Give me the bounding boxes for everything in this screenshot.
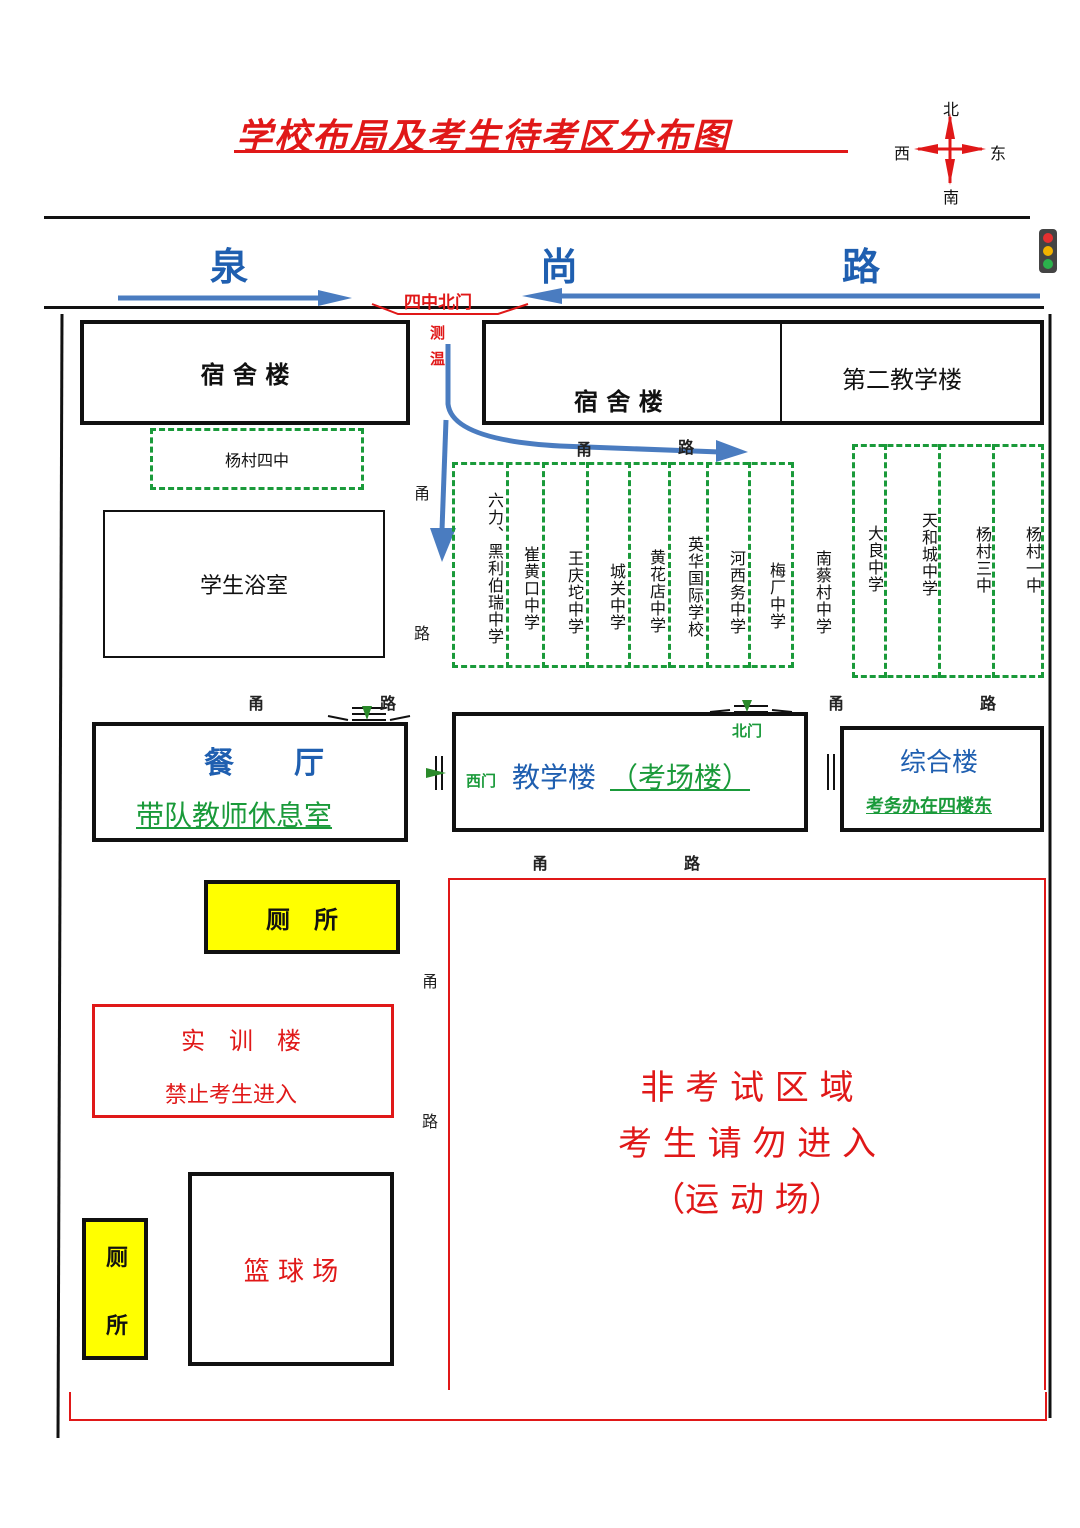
zone-label: 河西务中学 bbox=[727, 549, 746, 635]
student-bathroom: 学生浴室 bbox=[103, 510, 385, 658]
zone-divider bbox=[992, 444, 995, 678]
toilet-2: 厕 所 bbox=[82, 1218, 148, 1360]
waiting-zone-right bbox=[852, 444, 1044, 678]
zone-label: 梅厂中学 bbox=[767, 562, 786, 630]
canteen: 餐 厅 带队教师休息室 bbox=[92, 722, 408, 842]
teacher-rest-room: 带队教师休息室 bbox=[136, 799, 333, 832]
zone-label: 大良中学 bbox=[865, 524, 884, 593]
zone-label: 王庆坨中学 bbox=[565, 549, 584, 635]
zone-label: 六力、黑利伯瑞中学 bbox=[485, 491, 504, 645]
street-name-2: 尚 bbox=[540, 244, 579, 289]
zone-divider bbox=[586, 462, 589, 668]
zone-label: 天和城中学 bbox=[919, 512, 938, 597]
zone-divider bbox=[884, 444, 887, 678]
street-name-3: 路 bbox=[842, 244, 881, 289]
zone-divider bbox=[542, 462, 545, 668]
second-teaching-building: 第二教学楼 bbox=[842, 366, 962, 394]
zone-divider bbox=[748, 462, 751, 668]
zone-label: 英华国际学校 bbox=[685, 536, 704, 638]
training-note: 禁止考生进入 bbox=[165, 1083, 298, 1108]
waiting-zone-middle bbox=[452, 462, 794, 668]
compass-west: 西 bbox=[894, 144, 911, 163]
zone-label: 杨村三中 bbox=[973, 525, 992, 594]
toilet-1: 厕 所 bbox=[204, 880, 400, 954]
zone-divider bbox=[628, 462, 631, 668]
non-exam-line-3: （运 动 场） bbox=[651, 1180, 843, 1220]
road-label-lu: 路 bbox=[422, 1112, 439, 1131]
zone-label: 崔黄口中学 bbox=[521, 545, 540, 631]
north-door-label: 北门 bbox=[732, 722, 763, 740]
canteen-label: 餐 厅 bbox=[204, 746, 324, 781]
zone-label: 黄花店中学 bbox=[647, 548, 666, 634]
road-label-yong: 甬 bbox=[828, 694, 845, 713]
road-label-yong: 甬 bbox=[248, 694, 265, 713]
street-edge-north bbox=[44, 216, 1030, 219]
north-gate-label: 四中北门 bbox=[404, 293, 472, 313]
building-divider bbox=[780, 324, 782, 422]
dormitory-right: 宿 舍 楼 bbox=[574, 388, 663, 416]
road-label-lu: 路 bbox=[980, 694, 997, 713]
road-label-lu: 路 bbox=[414, 624, 431, 643]
zone-label: 南蔡村中学 bbox=[813, 549, 832, 635]
road-label-lu: 路 bbox=[684, 854, 701, 873]
training-building: 实 训 楼 禁止考生进入 bbox=[92, 1004, 394, 1118]
dormitory-right-group: 宿 舍 楼 第二教学楼 bbox=[482, 320, 1044, 425]
road-label-lu: 路 bbox=[678, 438, 695, 457]
traffic-light-icon bbox=[1038, 228, 1058, 278]
toilet-2-top: 厕 bbox=[106, 1246, 129, 1271]
teaching-building: 教学楼 （考场楼） 西门 北门 bbox=[452, 712, 808, 832]
toilet-2-bottom: 所 bbox=[106, 1314, 129, 1339]
basketball-court: 篮 球 场 bbox=[188, 1172, 394, 1366]
zone-divider bbox=[938, 444, 941, 678]
title-underline bbox=[234, 150, 848, 153]
exam-hall-note: （考场楼） bbox=[610, 761, 751, 794]
temp-check-1: 测 bbox=[430, 324, 446, 342]
non-exam-line-1: 非 考 试 区 域 bbox=[640, 1068, 854, 1108]
right-school-labels: 大良中学 天和城中学 杨村三中 杨村一中 bbox=[852, 500, 1044, 597]
comprehensive-building: 综合楼 考务办在四楼东 bbox=[840, 726, 1044, 832]
compass-north: 北 bbox=[943, 100, 960, 119]
exam-office-note: 考务办在四楼东 bbox=[866, 796, 992, 817]
road-label-yong: 甬 bbox=[532, 854, 549, 873]
zone-divider bbox=[706, 462, 709, 668]
middle-school-labels: 六力、黑利伯瑞中学 崔黄口中学 王庆坨中学 城关中学 黄花店中学 英华国际学校 … bbox=[452, 470, 832, 666]
compass-south: 南 bbox=[943, 188, 960, 207]
non-exam-line-2: 考 生 请 勿 进 入 bbox=[617, 1124, 877, 1164]
zone-label: 城关中学 bbox=[607, 563, 626, 631]
comprehensive-label: 综合楼 bbox=[900, 748, 979, 778]
road-label-lu: 路 bbox=[380, 694, 397, 713]
temp-check-2: 温 bbox=[430, 350, 446, 368]
street-edge-south bbox=[44, 306, 1044, 309]
west-gate-label: 西门 bbox=[466, 772, 497, 790]
street-name-1: 泉 bbox=[210, 244, 249, 289]
zone-label: 杨村一中 bbox=[1023, 525, 1042, 594]
compass-icon bbox=[890, 95, 1010, 205]
training-label: 实 训 楼 bbox=[181, 1027, 301, 1055]
zone-divider bbox=[668, 462, 671, 668]
road-label-yong: 甬 bbox=[422, 972, 439, 991]
zone-yangcun-4: 杨村四中 bbox=[150, 428, 364, 490]
dormitory-left: 宿 舍 楼 bbox=[80, 320, 410, 425]
zone-divider bbox=[506, 462, 509, 668]
teaching-building-label: 教学楼 bbox=[512, 761, 597, 794]
compass-east: 东 bbox=[990, 144, 1007, 163]
road-label-yong: 甬 bbox=[576, 440, 593, 459]
non-exam-area: 非 考 试 区 域 考 生 请 勿 进 入 （运 动 场） bbox=[448, 878, 1046, 1390]
road-label-yong: 甬 bbox=[414, 484, 431, 503]
